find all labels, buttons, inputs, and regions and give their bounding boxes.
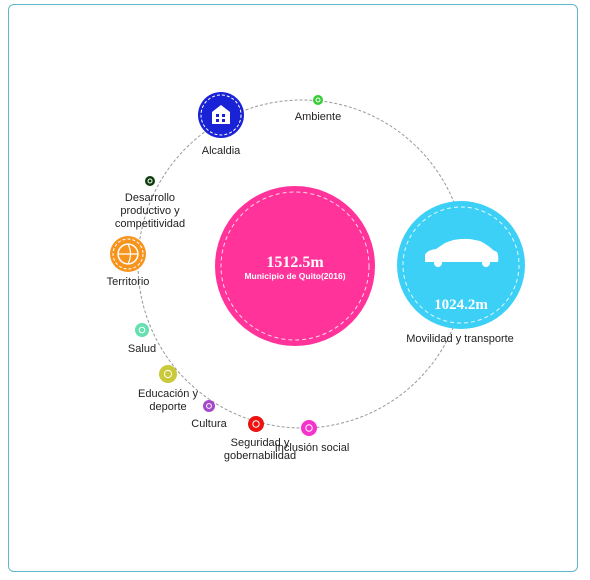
node-label-line: Educación y (138, 388, 198, 400)
diagram-frame (8, 4, 578, 572)
featured-value: 1024.2m (434, 297, 488, 313)
node-label-line: gobernabilidad (224, 450, 296, 462)
health-icon (138, 326, 146, 334)
leaf-icon (315, 97, 321, 103)
node-circle (313, 95, 323, 105)
node-label: Ambiente (295, 111, 341, 123)
featured-label: Movilidad y transporte (406, 333, 514, 345)
node-label-line: Salud (128, 343, 156, 355)
center-label: Municipio de Quito(2016) (244, 271, 345, 281)
node-salud[interactable]: Salud (128, 323, 156, 355)
node-circle (203, 400, 215, 412)
node-label: Territorio (107, 276, 150, 288)
book-icon (163, 369, 173, 379)
node-label-line: Seguridad y (231, 437, 290, 449)
node-circle (159, 365, 177, 383)
node-label: Alcaldia (202, 145, 241, 157)
featured-bubble[interactable]: 1024.2m (397, 201, 525, 329)
center-bubble[interactable]: 1512.5m Municipio de Quito(2016) (215, 186, 375, 346)
building-icon (212, 105, 230, 124)
node-label-line: Inclusión social (275, 442, 350, 454)
node-label-line: Alcaldia (202, 145, 241, 157)
culture-icon (206, 403, 212, 409)
node-inner-ring (112, 238, 144, 270)
node-circle (248, 416, 264, 432)
node-circle (145, 176, 155, 186)
shield-icon (252, 420, 260, 428)
node-territorio[interactable]: Territorio (107, 236, 150, 288)
node-label-line: Territorio (107, 276, 150, 288)
node-alcaldia[interactable]: Alcaldia (198, 92, 244, 157)
node-inclusion[interactable]: Inclusión social (275, 420, 350, 454)
node-label-line: deporte (149, 401, 186, 413)
node-label-line: productivo y (120, 205, 180, 217)
people-icon (305, 424, 313, 432)
node-label-line: Cultura (191, 418, 227, 430)
node-label-line: competitividad (115, 218, 185, 230)
center-value: 1512.5m (266, 254, 324, 271)
node-circle (301, 420, 317, 436)
node-label-line: Desarrollo (125, 192, 175, 204)
globe-icon (117, 243, 139, 265)
node-cultura[interactable]: Cultura (191, 400, 228, 430)
node-label: Inclusión social (275, 442, 350, 454)
car-icon (425, 238, 499, 267)
node-circle (135, 323, 149, 337)
node-label: Cultura (191, 418, 227, 430)
chart-icon (147, 178, 153, 184)
node-label-line: Ambiente (295, 111, 341, 123)
node-inner-ring (200, 94, 242, 136)
node-label: Salud (128, 343, 156, 355)
node-ambiente[interactable]: Ambiente (295, 95, 341, 123)
